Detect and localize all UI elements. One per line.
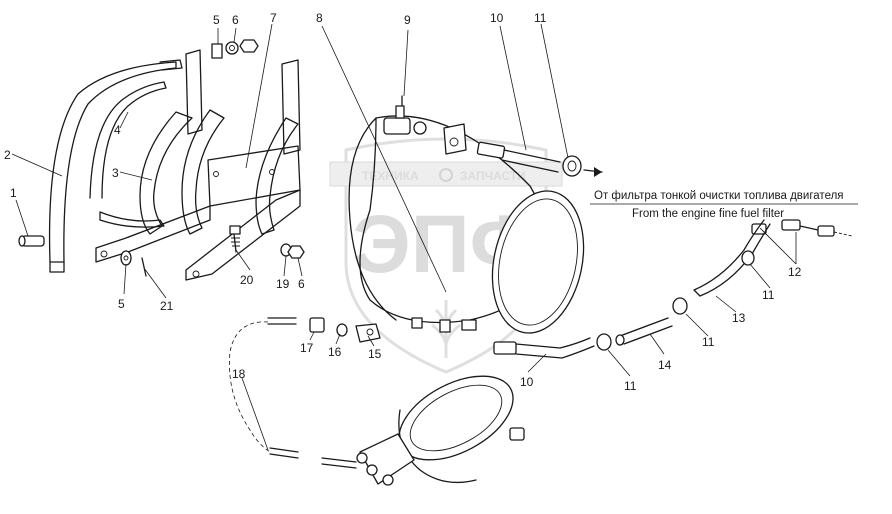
watermark-band <box>329 161 563 187</box>
leader-lines <box>11 23 858 451</box>
cradle-3 <box>99 109 299 235</box>
mounting-bracket-7 <box>95 49 301 281</box>
tank-filler-valve-9 <box>383 95 427 135</box>
callout-8: 8 <box>316 11 323 25</box>
fuel-hose-10-top <box>476 141 561 173</box>
callout-11-mid: 11 <box>762 288 775 302</box>
clamp-11-bottom <box>596 333 612 351</box>
callout-5-top: 5 <box>213 13 220 27</box>
callout-13: 13 <box>732 311 746 325</box>
flow-arrowhead-top <box>594 167 602 177</box>
watermark-left-text: ТЕХНИКА <box>362 169 419 183</box>
callout-6-bottom: 6 <box>298 277 305 291</box>
callout-11-low: 11 <box>702 335 715 349</box>
rod-18 <box>229 317 357 469</box>
callout-21: 21 <box>160 299 174 313</box>
cotter-pin-21 <box>141 257 147 277</box>
callout-12: 12 <box>788 265 802 279</box>
note-english: From the engine fine fuel filter <box>632 208 784 220</box>
callout-2: 2 <box>4 148 11 162</box>
callout-19: 19 <box>276 277 290 291</box>
nut-6-bottom <box>287 245 305 259</box>
tank-fitting <box>443 123 467 155</box>
note-russian: От фильтра тонкой очистки топлива двигат… <box>594 190 844 202</box>
source-note: От фильтра тонкой очистки топлива двигат… <box>594 190 844 220</box>
pin-1 <box>18 235 45 247</box>
callout-16: 16 <box>328 345 342 359</box>
callout-6-top: 6 <box>232 13 239 27</box>
clamp-11-top <box>562 155 582 177</box>
nut-6-top <box>225 39 259 55</box>
washer-5-bottom <box>120 250 132 266</box>
fuel-tube-14 <box>615 317 673 346</box>
callout-15: 15 <box>368 347 382 361</box>
clamp-11-mid <box>741 250 755 266</box>
callout-7: 7 <box>270 11 277 25</box>
callout-20: 20 <box>240 273 254 287</box>
callout-14: 14 <box>658 358 672 372</box>
watermark-gear-icon <box>439 168 453 182</box>
tank-strap-2 <box>48 59 183 273</box>
bolt-20 <box>229 225 241 253</box>
fitting-17 <box>309 317 325 333</box>
callout-11-bottom: 11 <box>624 379 637 393</box>
callout-10-bottom: 10 <box>520 375 534 389</box>
callout-18: 18 <box>232 367 246 381</box>
strap-4 <box>89 81 167 199</box>
callout-5-bottom: 5 <box>118 297 125 311</box>
callout-9: 9 <box>404 13 411 27</box>
callout-4: 4 <box>114 123 121 137</box>
callout-17: 17 <box>300 341 314 355</box>
watermark-right-text: ЗАПЧАСТИ <box>460 169 526 183</box>
tank-drain-fittings <box>411 317 477 333</box>
fitting-16 <box>336 323 348 337</box>
clamp-11-low <box>672 297 688 315</box>
fuel-tank-8 <box>348 115 585 334</box>
washer-5-top <box>211 43 223 59</box>
fuel-hose-10-bottom <box>493 337 595 359</box>
fuel-pump <box>356 375 525 486</box>
callout-11-top: 11 <box>534 11 547 25</box>
fuel-tube-13 <box>693 219 771 297</box>
callout-3: 3 <box>112 166 119 180</box>
callout-10-top: 10 <box>490 11 504 25</box>
callout-1: 1 <box>10 186 17 200</box>
callout-labels: 1 2 3 4 5 6 7 8 9 10 11 12 11 13 11 14 1… <box>4 11 802 393</box>
flow-arrow-right <box>833 231 853 237</box>
valve-15 <box>355 323 381 343</box>
